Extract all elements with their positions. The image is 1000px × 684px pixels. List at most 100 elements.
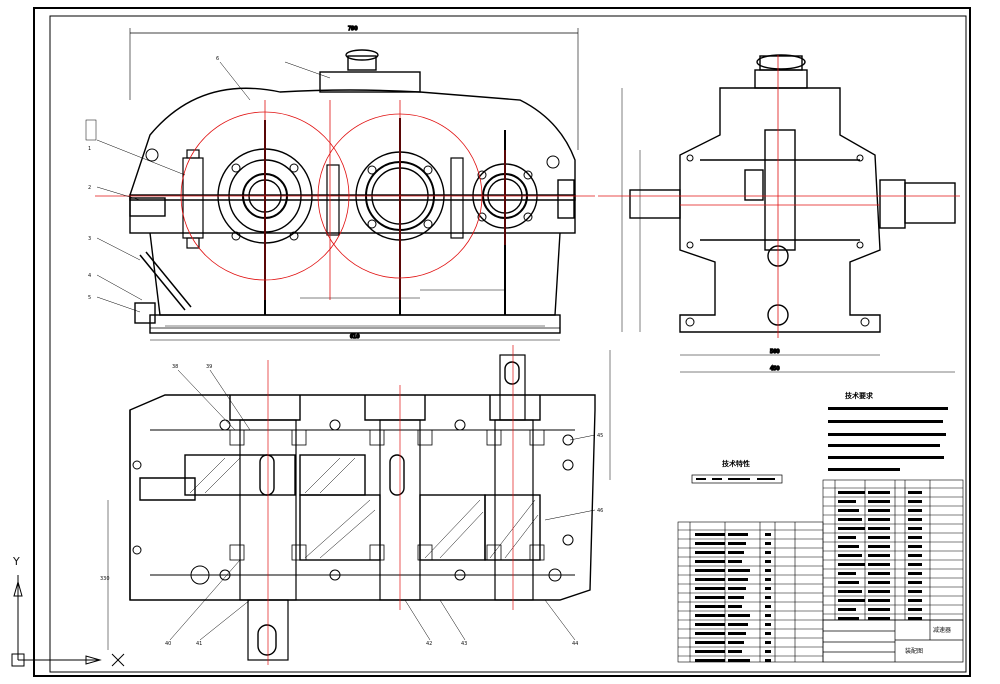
table-cell-ink bbox=[908, 500, 922, 503]
ucs-icon bbox=[11, 575, 125, 667]
table-cell-ink bbox=[728, 623, 748, 626]
table-cell-ink bbox=[908, 590, 922, 593]
parts-list-ink bbox=[695, 491, 922, 662]
title-drawing-label: 装配图 bbox=[905, 647, 923, 655]
table-cell-ink bbox=[765, 569, 771, 572]
table-cell-ink bbox=[838, 500, 856, 503]
table-cell-ink bbox=[695, 632, 725, 635]
ucs-x-label: X bbox=[127, 665, 133, 675]
table-cell-ink bbox=[908, 518, 922, 521]
table-cell-ink bbox=[838, 572, 856, 575]
table-cell-ink bbox=[908, 545, 922, 548]
part-label-40: 40 bbox=[165, 641, 171, 647]
table-cell-ink bbox=[728, 605, 742, 608]
table-cell-ink bbox=[838, 554, 862, 557]
table-cell-ink bbox=[765, 605, 771, 608]
table-cell-ink bbox=[695, 659, 725, 662]
table-cell-ink bbox=[908, 581, 922, 584]
table-cell-ink bbox=[908, 599, 922, 602]
table-cell-ink bbox=[765, 659, 771, 662]
table-cell-ink bbox=[868, 572, 890, 575]
table-cell-ink bbox=[695, 623, 725, 626]
front-view-leaders bbox=[85, 61, 331, 313]
part-label-4: 4 bbox=[88, 273, 91, 279]
table-cell-ink bbox=[765, 650, 771, 653]
technical-requirements: 技术要求 bbox=[828, 391, 948, 471]
tech-char-heading: 技术特性 bbox=[722, 459, 750, 468]
side-view: 560 450 bbox=[621, 54, 956, 373]
table-cell-ink bbox=[695, 560, 725, 563]
table-cell-ink bbox=[868, 527, 890, 530]
table-cell-ink bbox=[695, 578, 725, 581]
table-cell-ink bbox=[838, 617, 859, 620]
table-cell-ink bbox=[908, 491, 922, 494]
part-label-44: 44 bbox=[572, 641, 578, 647]
table-cell-ink bbox=[695, 614, 725, 617]
parts-list-right bbox=[822, 479, 964, 621]
table-cell-ink bbox=[765, 632, 771, 635]
table-cell-ink bbox=[838, 545, 859, 548]
table-cell-ink bbox=[728, 578, 748, 581]
table-cell-ink bbox=[728, 551, 744, 554]
table-cell-ink bbox=[765, 596, 771, 599]
part-label-38: 38 bbox=[172, 364, 178, 370]
table-cell-ink bbox=[908, 527, 922, 530]
table-cell-ink bbox=[868, 581, 890, 584]
table-cell-ink bbox=[695, 587, 725, 590]
part-label-3: 3 bbox=[88, 236, 91, 242]
outer-frame bbox=[33, 7, 971, 677]
table-cell-ink bbox=[765, 614, 771, 617]
table-cell-ink bbox=[695, 605, 725, 608]
part-label-46: 46 bbox=[597, 508, 603, 514]
part-label-45: 45 bbox=[597, 433, 603, 439]
inner-frame bbox=[49, 15, 967, 673]
table-cell-ink bbox=[868, 608, 890, 611]
part-label-41: 41 bbox=[196, 641, 202, 647]
table-cell-ink bbox=[728, 569, 750, 572]
table-cell-ink bbox=[765, 551, 771, 554]
table-cell-ink bbox=[728, 596, 744, 599]
section-hatching bbox=[189, 457, 539, 559]
table-cell-ink bbox=[868, 545, 890, 548]
title-part-name: 减速器 bbox=[933, 626, 951, 634]
table-cell-ink bbox=[728, 542, 746, 545]
section-centerlines bbox=[267, 345, 514, 665]
front-view: 790 bbox=[129, 25, 579, 341]
table-cell-ink bbox=[868, 509, 890, 512]
table-cell-ink bbox=[765, 533, 771, 536]
table-cell-ink bbox=[868, 500, 890, 503]
dim-side-base: 560 bbox=[770, 349, 780, 355]
table-cell-ink bbox=[838, 581, 859, 584]
table-cell-ink bbox=[695, 533, 725, 536]
table-cell-ink bbox=[838, 563, 865, 566]
table-cell-ink bbox=[728, 641, 744, 644]
table-cell-ink bbox=[908, 509, 922, 512]
table-cell-ink bbox=[838, 509, 859, 512]
table-cell-ink bbox=[868, 617, 890, 620]
table-cell-ink bbox=[728, 614, 750, 617]
table-cell-ink bbox=[695, 596, 725, 599]
table-cell-ink bbox=[765, 587, 771, 590]
part-label-5: 5 bbox=[88, 295, 91, 301]
table-cell-ink bbox=[908, 617, 922, 620]
table-cell-ink bbox=[868, 518, 890, 521]
table-cell-ink bbox=[695, 551, 725, 554]
table-cell-ink bbox=[838, 536, 856, 539]
table-cell-ink bbox=[868, 590, 890, 593]
table-cell-ink bbox=[838, 518, 862, 521]
front-view-centerlines bbox=[95, 100, 595, 300]
part-label-39: 39 bbox=[206, 364, 212, 370]
ucs-y-label: Y bbox=[12, 555, 20, 568]
table-cell-ink bbox=[908, 572, 922, 575]
table-cell-ink bbox=[765, 641, 771, 644]
technical-characteristics: 技术特性 bbox=[691, 459, 783, 484]
table-cell-ink bbox=[728, 659, 750, 662]
part-label-6: 6 bbox=[216, 56, 219, 62]
table-cell-ink bbox=[908, 563, 922, 566]
table-cell-ink bbox=[695, 641, 725, 644]
table-cell-ink bbox=[838, 527, 865, 530]
table-cell-ink bbox=[868, 563, 890, 566]
table-cell-ink bbox=[728, 632, 746, 635]
table-cell-ink bbox=[728, 650, 742, 653]
table-cell-ink bbox=[695, 650, 725, 653]
